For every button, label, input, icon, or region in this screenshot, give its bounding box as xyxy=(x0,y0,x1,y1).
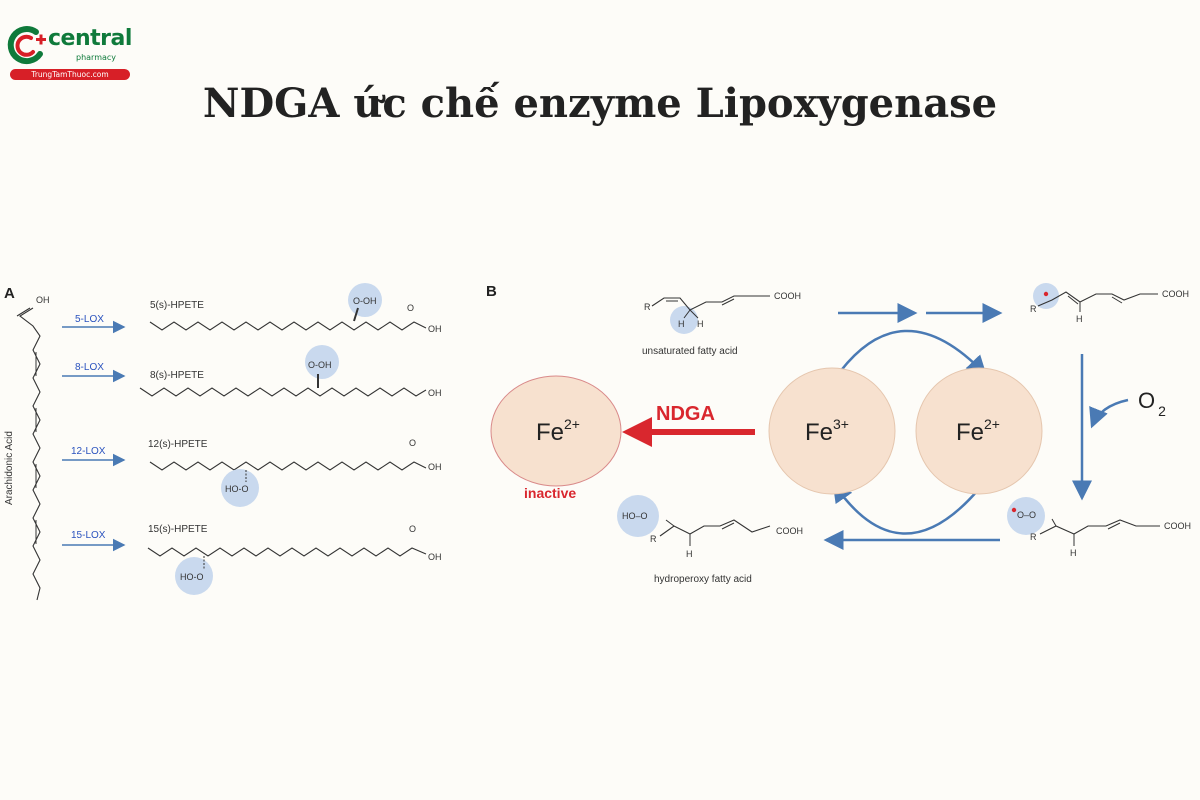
peroxyl-highlight xyxy=(1007,497,1045,535)
svg-text:H: H xyxy=(1070,548,1077,558)
svg-text:HO-O: HO-O xyxy=(180,572,204,582)
svg-text:O-OH: O-OH xyxy=(308,360,332,370)
hydroperoxy-highlight xyxy=(221,469,259,507)
lipoxygenase-diagram: A OH Arachidonic Acid 5-LOX 5(s)-HPETE O… xyxy=(4,283,1191,601)
fe2-reduced-circle: Fe2+ xyxy=(915,367,1043,495)
fe2-inactive-circle: Fe2+ inactive xyxy=(490,375,622,501)
cycle-arrow-bottom xyxy=(832,481,979,535)
hydroperoxy-fatty-acid: HO–O R H COOH hydroperoxy fatty acid xyxy=(617,495,803,585)
product-label: 12(s)-HPETE xyxy=(148,439,208,450)
substrate-label: Arachidonic Acid xyxy=(4,431,15,505)
inactive-label: inactive xyxy=(524,485,576,501)
enzyme-label: 8-LOX xyxy=(75,362,104,373)
substrate-oh-label: OH xyxy=(36,295,50,305)
product-caption: hydroperoxy fatty acid xyxy=(654,574,752,585)
product-label: 8(s)-HPETE xyxy=(150,370,204,381)
svg-text:H: H xyxy=(678,319,685,329)
svg-text:COOH: COOH xyxy=(774,291,801,301)
peroxyl-radical: O–O R H COOH xyxy=(1007,497,1191,558)
svg-text:H: H xyxy=(1076,314,1083,324)
row-12-lox: 12-LOX 12(s)-HPETE HO-O O OH xyxy=(62,438,442,507)
panel-b-label: B xyxy=(486,283,497,300)
unsaturated-fatty-acid: R H H COOH unsaturated fatty acid xyxy=(642,291,801,357)
svg-text:H: H xyxy=(686,549,693,559)
substrate-caption: unsaturated fatty acid xyxy=(642,346,738,357)
radical-dot xyxy=(1043,291,1049,297)
enzyme-label: 12-LOX xyxy=(71,446,106,457)
radical-intermediate: R H COOH xyxy=(1030,283,1189,324)
svg-text:O: O xyxy=(409,438,416,448)
svg-text:O–O: O–O xyxy=(1017,510,1036,520)
arrow-oxygen-in xyxy=(1089,398,1129,429)
cycle-arrow-top xyxy=(832,329,987,381)
row-5-lox: 5-LOX 5(s)-HPETE O-OH O OH xyxy=(62,283,442,334)
svg-text:OH: OH xyxy=(428,324,442,334)
hydroperoxy-highlight xyxy=(348,283,382,317)
svg-text:R: R xyxy=(1030,532,1037,542)
svg-text:HO–O: HO–O xyxy=(622,511,648,521)
svg-text:OH: OH xyxy=(428,388,442,398)
svg-text:COOH: COOH xyxy=(776,526,803,536)
page-title: NDGA ức chế enzyme Lipoxygenase xyxy=(202,80,998,127)
svg-text:R: R xyxy=(1030,304,1037,314)
svg-text:Fe2+: Fe2+ xyxy=(956,416,1000,446)
svg-text:Fe3+: Fe3+ xyxy=(805,416,849,446)
svg-text:O: O xyxy=(409,524,416,534)
radical-dot xyxy=(1011,507,1017,513)
logo-name: central xyxy=(48,26,132,51)
svg-text:HO-O: HO-O xyxy=(225,484,249,494)
logo-site: TrungTamThuoc.com xyxy=(10,69,130,80)
svg-text:O: O xyxy=(407,303,414,313)
product-label: 5(s)-HPETE xyxy=(150,300,204,311)
fe3-active-circle: Fe3+ xyxy=(768,367,896,495)
hydroperoxy-highlight xyxy=(305,345,339,379)
svg-text:OH: OH xyxy=(428,552,442,562)
svg-text:Fe2+: Fe2+ xyxy=(536,416,580,446)
hydroperoxy-highlight xyxy=(617,495,659,537)
enzyme-label: 15-LOX xyxy=(71,530,106,541)
svg-text:R: R xyxy=(644,302,651,312)
svg-text:O-OH: O-OH xyxy=(353,296,377,306)
central-logo-icon xyxy=(7,26,46,65)
logo-tagline: pharmacy xyxy=(76,53,117,62)
svg-text:OH: OH xyxy=(428,462,442,472)
panel-b: B R H H COOH unsaturated fatty acid R H … xyxy=(486,283,1191,585)
panel-a: A OH Arachidonic Acid 5-LOX 5(s)-HPETE O… xyxy=(4,283,442,601)
svg-text:COOH: COOH xyxy=(1162,289,1189,299)
row-15-lox: 15-LOX 15(s)-HPETE HO-O O OH xyxy=(62,524,442,595)
row-8-lox: 8-LOX 8(s)-HPETE O-OH OH xyxy=(62,345,442,398)
hydrogen-highlight xyxy=(670,306,698,334)
panel-a-label: A xyxy=(4,285,15,302)
svg-text:R: R xyxy=(650,534,657,544)
arachidonic-acid-chain xyxy=(19,307,41,601)
enzyme-label: 5-LOX xyxy=(75,314,104,325)
product-label: 15(s)-HPETE xyxy=(148,524,208,535)
svg-text:COOH: COOH xyxy=(1164,521,1191,531)
svg-text:H: H xyxy=(697,319,704,329)
brand-logo: central pharmacy TrungTamThuoc.com xyxy=(6,22,132,82)
ndga-label: NDGA xyxy=(656,403,715,425)
